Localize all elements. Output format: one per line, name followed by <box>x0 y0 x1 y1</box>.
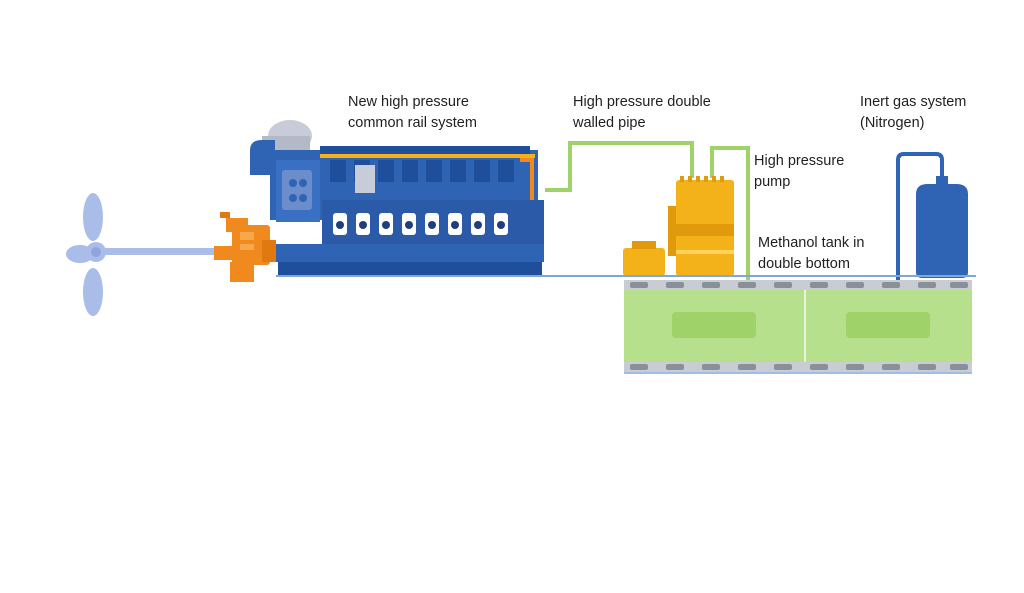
label-high-pressure-pump: High pressure pump <box>754 151 844 193</box>
label-line: (Nitrogen) <box>860 115 925 131</box>
label-line: Inert gas system <box>860 94 967 110</box>
label-common-rail-system: New high pressure common rail system <box>348 92 477 134</box>
gearbox-icon <box>214 212 276 282</box>
nitrogen-bottle-icon <box>896 152 968 280</box>
label-line: walled pipe <box>573 115 646 131</box>
label-line: double bottom <box>758 256 850 272</box>
label-line: common rail system <box>348 115 477 131</box>
label-methanol-tank: Methanol tank in double bottom <box>758 233 864 275</box>
high-pressure-double-walled-pipe <box>545 141 750 290</box>
label-line: New high pressure <box>348 94 469 110</box>
label-line: Methanol tank in <box>758 235 865 251</box>
label-line: High pressure <box>754 153 845 169</box>
methanol-tank-icon <box>624 280 972 374</box>
propeller-icon <box>66 193 223 316</box>
label-inert-gas-system: Inert gas system (Nitrogen) <box>860 92 966 134</box>
engine-icon <box>250 120 544 276</box>
label-line: High pressure double <box>573 94 711 110</box>
label-line: pump <box>754 174 791 190</box>
pump-icon <box>623 176 734 276</box>
label-double-walled-pipe: High pressure double walled pipe <box>573 92 711 134</box>
